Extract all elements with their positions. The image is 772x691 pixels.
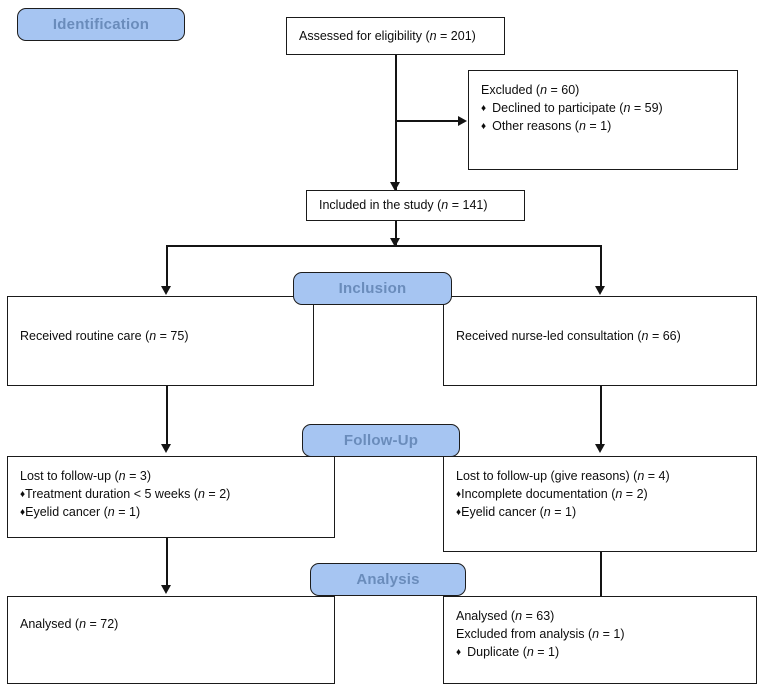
box-lost-left-bullet-0: ♦Treatment duration < 5 weeks (n = 2) (20, 487, 231, 502)
box-received-routine-care-text: Received routine care (n = 75) (20, 329, 189, 343)
arrowhead-included (390, 182, 401, 191)
box-included-in-study: Included in the study (n = 141) (306, 190, 525, 221)
stage-badge-identification-label: Identification (52, 16, 150, 33)
connector-nurse-to-lost (600, 386, 602, 446)
stage-badge-identification: Identification (17, 8, 185, 41)
box-lost-to-follow-up-right: Lost to follow-up (give reasons) (n = 4)… (443, 456, 757, 552)
box-analysed-right-bullet-0: ♦Duplicate (n = 1) (456, 645, 560, 660)
connector-lost-to-analysed-left (166, 538, 168, 586)
box-excluded-bullet-1: ♦Other reasons (n = 1) (481, 119, 612, 134)
connector-split-right-down (600, 245, 602, 288)
box-received-routine-care: Received routine care (n = 75) (7, 296, 314, 386)
box-analysed-left-text: Analysed (n = 72) (20, 617, 119, 631)
box-excluded-heading: Excluded (n = 60) (481, 83, 580, 97)
box-analysed-right: Analysed (n = 63) Excluded from analysis… (443, 596, 757, 684)
stage-badge-inclusion-label: Inclusion (338, 280, 407, 297)
box-received-nurse-led: Received nurse-led consultation (n = 66) (443, 296, 757, 386)
arrowhead-lost-left (161, 444, 172, 453)
box-lost-to-follow-up-left: Lost to follow-up (n = 3) ♦Treatment dur… (7, 456, 335, 538)
box-included-text: Included in the study (n = 141) (319, 198, 488, 213)
arrowhead-nurse-led (595, 286, 606, 295)
box-lost-right-bullet-1: ♦Eyelid cancer (n = 1) (456, 505, 577, 520)
stage-badge-follow-up-label: Follow-Up (343, 432, 419, 449)
box-assessed-text: Assessed for eligibility (n = 201) (299, 28, 476, 43)
stage-badge-analysis-label: Analysis (356, 571, 420, 588)
connector-split-left-down (166, 245, 168, 288)
box-analysed-left: Analysed (n = 72) (7, 596, 335, 684)
box-received-nurse-led-text: Received nurse-led consultation (n = 66) (456, 329, 681, 343)
stage-badge-follow-up: Follow-Up (302, 424, 460, 457)
box-lost-left-bullet-1: ♦Eyelid cancer (n = 1) (20, 505, 141, 520)
arrowhead-excluded (458, 116, 467, 126)
connector-lost-to-analysed-right (600, 552, 602, 608)
box-excluded: Excluded (n = 60) ♦Declined to participa… (468, 70, 738, 170)
box-excluded-bullet-0: ♦Declined to participate (n = 59) (481, 101, 663, 116)
box-lost-left-heading: Lost to follow-up (n = 3) (20, 469, 151, 483)
arrowhead-lost-right (595, 444, 606, 453)
connector-routine-to-lost (166, 386, 168, 446)
arrowhead-analysed-left (161, 585, 172, 594)
box-lost-right-bullet-0: ♦Incomplete documentation (n = 2) (456, 487, 648, 502)
stage-badge-analysis: Analysis (310, 563, 466, 596)
arrowhead-split-center (390, 238, 401, 247)
box-assessed-for-eligibility: Assessed for eligibility (n = 201) (286, 17, 505, 55)
connector-assessed-to-included (395, 54, 397, 190)
connector-to-excluded (395, 120, 459, 122)
connector-included-down (395, 220, 397, 246)
box-lost-right-heading: Lost to follow-up (give reasons) (n = 4) (456, 469, 670, 483)
arrowhead-routine-care (161, 286, 172, 295)
box-analysed-right-subheading: Excluded from analysis (n = 1) (456, 627, 625, 642)
stage-badge-inclusion: Inclusion (293, 272, 452, 305)
connector-split-horizontal (166, 245, 601, 247)
box-analysed-right-heading: Analysed (n = 63) (456, 609, 555, 623)
